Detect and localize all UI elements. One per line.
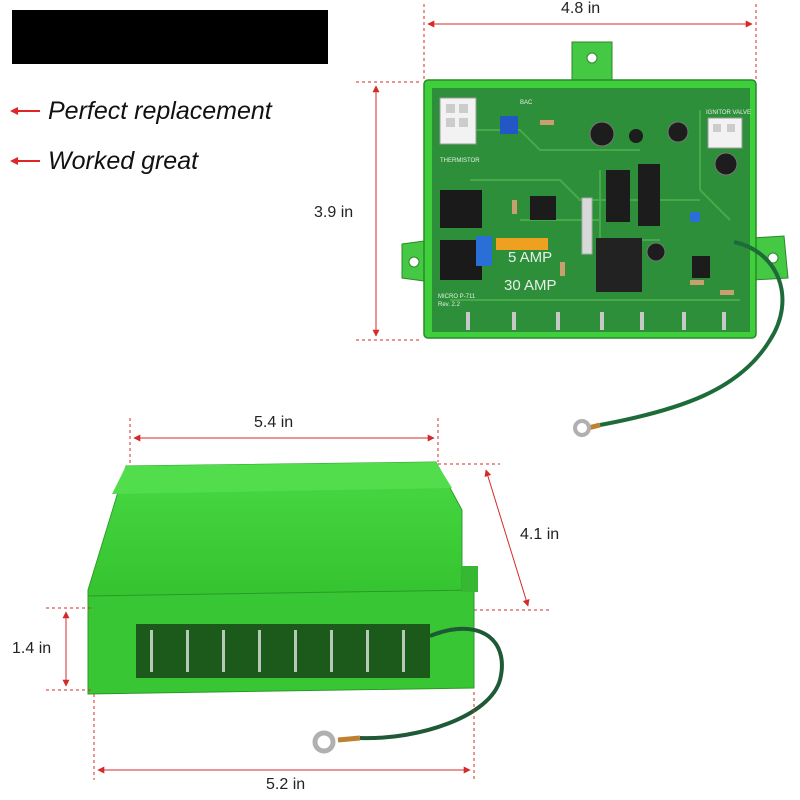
red-diamond-arrow-icon (10, 157, 40, 165)
board-width-label: 4.8 in (561, 0, 601, 17)
rev-label: Rev. 2.2 (438, 302, 461, 308)
feature-label: Perfect replacement (48, 96, 272, 125)
ignitor-valve-label: IGNITOR VALVE (706, 110, 751, 116)
fuse-30-label: 30 AMP (504, 277, 557, 294)
case-ground-wire (359, 626, 504, 741)
case-top-length-label: 5.4 in (254, 414, 294, 431)
case-ring-terminal (312, 730, 336, 754)
dimension-lines (46, 4, 757, 780)
circuit-board: 5 AMP 30 AMP THERMISTOR IGNITOR VALVE BA… (401, 41, 789, 437)
title-banner: Product Size (12, 10, 328, 113)
red-diamond-arrow-icon (10, 107, 40, 115)
ground-wire (599, 240, 785, 427)
feature-item: Perfect replacement (8, 96, 272, 126)
feature-item: Worked great (8, 146, 198, 176)
bac-label: BAC (520, 100, 533, 106)
case-height-label: 1.4 in (12, 640, 52, 657)
ring-terminal (573, 419, 591, 437)
fuse-5-label: 5 AMP (508, 249, 552, 266)
thermistor-label: THERMISTOR (440, 158, 480, 164)
enclosure-case (87, 461, 504, 754)
case-bottom-length-label: 5.2 in (266, 776, 306, 793)
board-height-label: 3.9 in (314, 204, 354, 221)
feature-label: Worked great (48, 146, 199, 175)
page-title: Product Size (62, 69, 301, 113)
case-depth-label: 4.1 in (520, 526, 560, 543)
model-label: MICRO P-711 (438, 294, 476, 300)
